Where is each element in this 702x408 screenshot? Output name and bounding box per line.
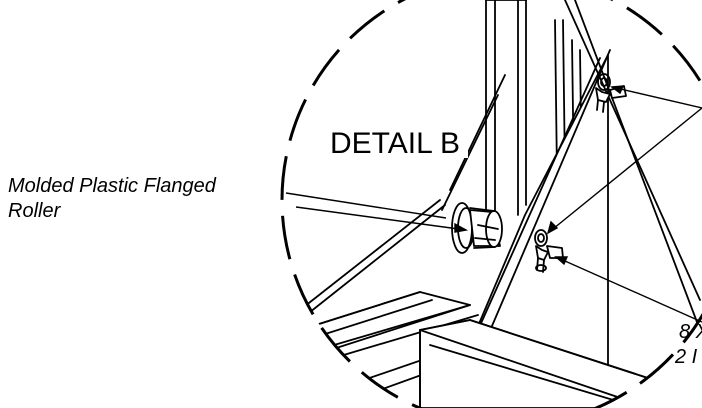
arrowhead-low bbox=[554, 256, 569, 266]
diagonal-support bbox=[299, 74, 506, 321]
detail-parts bbox=[299, 0, 701, 408]
arrowhead-roller bbox=[454, 222, 469, 233]
fastener-leader-low bbox=[555, 256, 702, 323]
detail-title: DETAIL B bbox=[330, 127, 460, 160]
roller-leader-arrow bbox=[295, 206, 467, 231]
arrowhead-top bbox=[610, 85, 625, 95]
fastener-label-line2: 2 I bbox=[674, 346, 698, 368]
arrowhead-mid bbox=[546, 220, 559, 235]
angled-plate bbox=[469, 0, 701, 366]
roller-label-line2: Roller bbox=[8, 200, 62, 222]
fastener-label-line1: 8 X bbox=[679, 321, 702, 343]
vertical-post bbox=[485, 0, 527, 246]
fastener-leader-mid bbox=[547, 107, 702, 234]
roller-leader bbox=[285, 192, 447, 219]
flanged-roller bbox=[451, 202, 503, 254]
roller-label-line1: Molded Plastic Flanged bbox=[8, 175, 217, 197]
fastener-leader-top bbox=[611, 86, 702, 109]
lower-fastener bbox=[534, 229, 564, 273]
leader-lines bbox=[285, 85, 702, 323]
